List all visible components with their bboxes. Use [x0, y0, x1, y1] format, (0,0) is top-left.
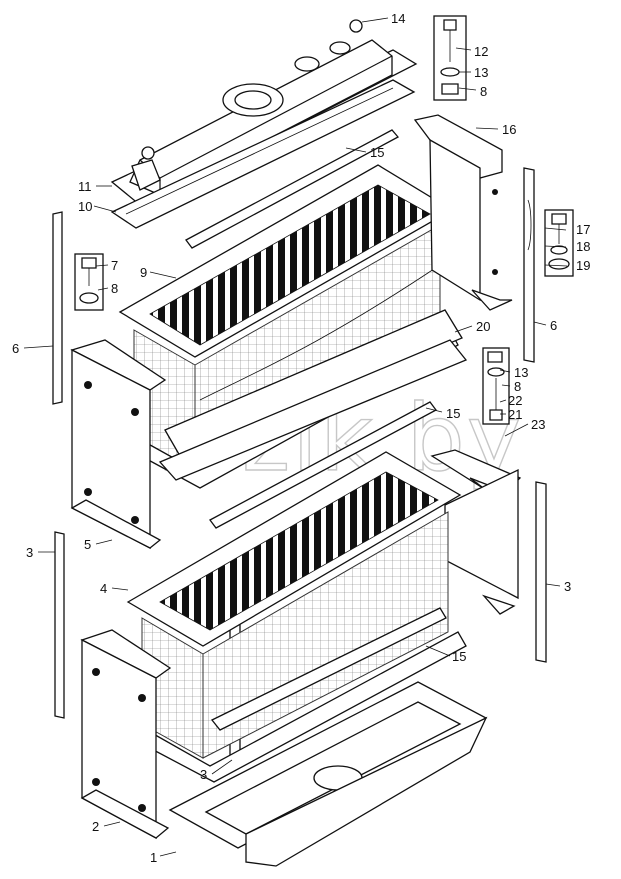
callout-22: 22	[508, 393, 522, 408]
bolt-set-left	[74, 253, 104, 311]
callout-12: 12	[474, 44, 488, 59]
gasket-top	[110, 79, 416, 229]
callout-9: 9	[140, 265, 147, 280]
callout-14: 14	[391, 11, 405, 26]
callout-2: 2	[92, 819, 99, 834]
callout-20: 20	[476, 319, 490, 334]
callout-7: 7	[111, 258, 118, 273]
callout-1: 1	[150, 850, 157, 865]
side-plate-left-lower	[80, 629, 172, 840]
callout-17: 17	[576, 222, 590, 237]
bolt-set-mid	[482, 347, 510, 425]
bar-right-upper	[523, 167, 535, 363]
callout-15: 15	[446, 406, 460, 421]
callout-21: 21	[508, 407, 522, 422]
side-strip-upper	[185, 129, 400, 249]
callout-8: 8	[514, 379, 521, 394]
side-plate-left-upper	[70, 339, 167, 550]
bottom-tank	[168, 681, 488, 867]
callout-11: 11	[78, 179, 92, 194]
callout-23: 23	[531, 417, 545, 432]
callout-labels: 14 12 13 8 16 15 11 10 17 18 19 7 9 8 6 …	[12, 11, 590, 865]
side-strip-lower	[210, 607, 447, 731]
callout-5: 5	[84, 537, 91, 552]
side-plate-upper-right	[413, 114, 513, 311]
callout-10: 10	[78, 199, 92, 214]
top-tank	[110, 19, 418, 206]
callout-3: 3	[200, 767, 207, 782]
callout-8: 8	[111, 281, 118, 296]
callout-15: 15	[452, 649, 466, 664]
callout-13: 13	[514, 365, 528, 380]
bar-left-upper	[52, 211, 63, 405]
callout-16: 16	[502, 122, 516, 137]
bolt-set-top	[433, 15, 467, 101]
callout-4: 4	[100, 581, 107, 596]
callout-6: 6	[12, 341, 19, 356]
middle-plates	[158, 309, 468, 529]
callout-6: 6	[550, 318, 557, 333]
callout-3: 3	[564, 579, 571, 594]
callout-15: 15	[370, 145, 384, 160]
leader-lines	[23, 17, 568, 857]
callout-19: 19	[576, 258, 590, 273]
bolt-set-right	[544, 209, 574, 277]
callout-3: 3	[26, 545, 33, 560]
callout-13: 13	[474, 65, 488, 80]
callout-8: 8	[480, 84, 487, 99]
callout-18: 18	[576, 239, 590, 254]
